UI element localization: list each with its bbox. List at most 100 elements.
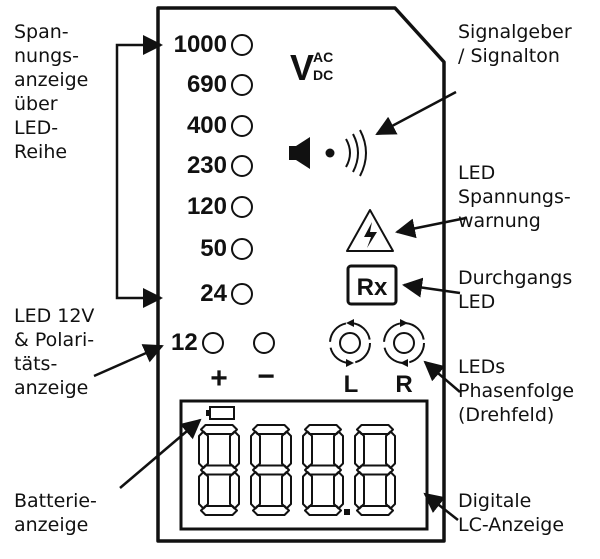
voltage-label-400: 400 bbox=[187, 112, 227, 139]
callout-line: Batterie- bbox=[14, 490, 97, 512]
callout-line: LC-Anzeige bbox=[458, 514, 565, 536]
digit-segment bbox=[229, 471, 240, 510]
arrow-phase bbox=[423, 360, 461, 393]
callout-line: Signalgeber bbox=[458, 21, 572, 43]
callout-line: LED bbox=[458, 162, 496, 184]
callout-line: LED bbox=[458, 291, 496, 313]
digit-segment bbox=[198, 430, 209, 469]
display-digit bbox=[354, 424, 396, 516]
digit-segment bbox=[200, 424, 238, 435]
continuity-led-box bbox=[346, 264, 398, 306]
voltage-label-12: 12 bbox=[171, 329, 198, 356]
voltage-label-690: 690 bbox=[187, 71, 227, 98]
arrow-lc-display bbox=[423, 492, 459, 521]
callout-line: nungs- bbox=[14, 45, 79, 67]
voltage-led-230 bbox=[231, 155, 253, 177]
digit-segment bbox=[252, 464, 290, 476]
led-polarity bbox=[253, 332, 275, 354]
digit-segment bbox=[304, 505, 342, 516]
voltage-led-400 bbox=[231, 115, 253, 137]
voltage-label-230: 230 bbox=[187, 152, 227, 179]
rx-label: Rx bbox=[357, 274, 388, 301]
polarity-minus: − bbox=[257, 360, 275, 393]
callout-line: (Drehfeld) bbox=[458, 404, 555, 426]
battery-icon bbox=[206, 406, 235, 420]
callout-voltage-warning: LED Spannungs- warnung bbox=[458, 161, 571, 233]
callout-line: anzeige bbox=[14, 377, 89, 399]
digit-segment bbox=[250, 471, 261, 510]
device-outline bbox=[156, 6, 446, 543]
arrow-battery bbox=[119, 418, 202, 489]
digit-segment bbox=[229, 430, 240, 469]
digit-segment bbox=[333, 471, 344, 510]
callout-line: Digitale bbox=[458, 490, 532, 512]
arrow-continuity bbox=[402, 277, 461, 298]
callout-line: anzeige bbox=[14, 69, 89, 91]
led-12v bbox=[202, 332, 224, 354]
decimal-point bbox=[344, 509, 350, 515]
phase-label-r: R bbox=[395, 371, 412, 398]
voltage-led-690 bbox=[231, 74, 253, 96]
digit-segment bbox=[252, 424, 290, 435]
callout-line: Reihe bbox=[14, 141, 68, 163]
voltage-led-row: 1000 690 400 230 120 50 24 bbox=[174, 31, 253, 307]
callout-line: LED- bbox=[14, 117, 59, 139]
phase-led-left-icon bbox=[329, 319, 371, 367]
callout-line: Spannungs- bbox=[458, 186, 571, 208]
voltage-label-24: 24 bbox=[200, 280, 227, 307]
callout-line: & Polari- bbox=[14, 329, 95, 351]
seven-segment-digits bbox=[198, 424, 396, 516]
digit-segment bbox=[356, 464, 394, 476]
voltage-led-120 bbox=[231, 196, 253, 218]
display-digit bbox=[302, 424, 344, 516]
callout-line: Span- bbox=[14, 21, 69, 43]
callout-lc-display: Digitale LC-Anzeige bbox=[458, 489, 564, 537]
voltage-row-bracket bbox=[115, 35, 163, 308]
callout-line: LED 12V bbox=[14, 305, 95, 327]
digit-segment bbox=[302, 430, 313, 469]
phase-led-right-icon bbox=[383, 319, 425, 367]
voltage-led-1000 bbox=[231, 34, 253, 56]
digit-segment bbox=[302, 471, 313, 510]
digit-segment bbox=[356, 505, 394, 516]
lc-display-frame bbox=[179, 399, 429, 531]
voltage-label-50: 50 bbox=[200, 235, 227, 262]
voltage-label-1000: 1000 bbox=[174, 31, 227, 58]
digit-segment bbox=[385, 471, 396, 510]
digit-segment bbox=[333, 430, 344, 469]
digit-segment bbox=[354, 430, 365, 469]
callout-line: täts- bbox=[14, 353, 58, 375]
digit-segment bbox=[198, 471, 209, 510]
voltage-label-120: 120 bbox=[187, 193, 227, 220]
callout-line: warnung bbox=[458, 210, 541, 232]
arrow-warning bbox=[395, 216, 467, 239]
callout-line: Phasenfolge bbox=[458, 380, 575, 402]
dc-label: DC bbox=[313, 67, 333, 83]
callout-continuity: Durchgangs LED bbox=[458, 266, 572, 314]
digit-segment bbox=[304, 464, 342, 476]
digit-segment bbox=[304, 424, 342, 435]
digit-segment bbox=[354, 471, 365, 510]
v-symbol: V bbox=[290, 47, 314, 88]
callout-line: LEDs bbox=[458, 356, 506, 378]
digit-segment bbox=[281, 471, 292, 510]
callout-line: anzeige bbox=[14, 514, 89, 536]
digit-segment bbox=[252, 505, 290, 516]
digit-segment bbox=[200, 505, 238, 516]
callout-battery: Batterie- anzeige bbox=[14, 489, 97, 537]
voltage-led-24 bbox=[231, 283, 253, 305]
arrow-led-12v bbox=[93, 344, 164, 378]
callout-line: / Signalton bbox=[458, 45, 560, 67]
callout-line: über bbox=[14, 93, 58, 115]
display-digit bbox=[250, 424, 292, 516]
callout-line: Durchgangs bbox=[458, 267, 573, 289]
callout-phase-sequence: LEDs Phasenfolge (Drehfeld) bbox=[458, 355, 574, 427]
arrow-signal bbox=[375, 90, 457, 136]
speaker-icon bbox=[289, 129, 367, 177]
phase-label-l: L bbox=[344, 371, 359, 398]
digit-segment bbox=[281, 430, 292, 469]
callout-signal: Signalgeber / Signalton bbox=[458, 20, 572, 68]
callout-voltage-led-row: Span- nungs- anzeige über LED- Reihe bbox=[14, 20, 88, 164]
